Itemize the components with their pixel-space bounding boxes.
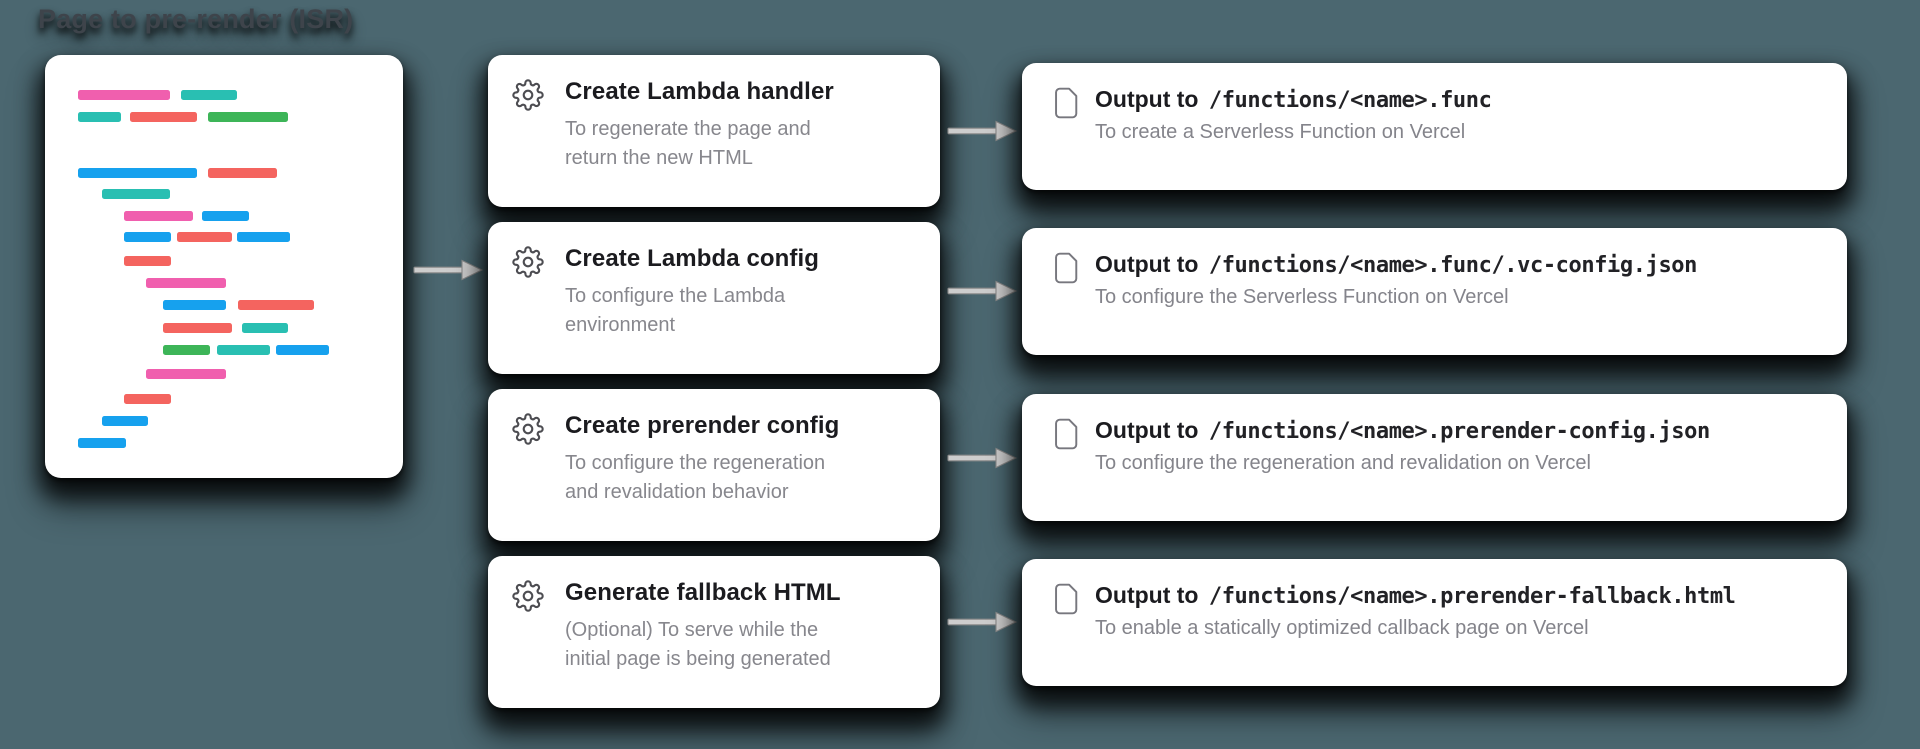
output-path: /functions/<name>.prerender-fallback.htm… (1208, 584, 1736, 609)
output-description: To configure the Serverless Function on … (1095, 286, 1509, 308)
step-description: To configure the Lambda environment (565, 285, 786, 336)
code-line-bar (217, 345, 270, 355)
output-card-func: Output to /functions/<name>.func To crea… (1022, 63, 1847, 190)
code-line-bar (163, 323, 232, 333)
output-prefix: Output to (1095, 582, 1205, 608)
output-title: Output to /functions/<name>.prerender-co… (1095, 417, 1827, 444)
gear-icon (512, 580, 544, 612)
code-line-bar (238, 300, 314, 310)
step-card-create-lambda-config: Create Lambda config To configure the La… (488, 222, 940, 374)
step-card-create-lambda-handler: Create Lambda handler To regenerate the … (488, 55, 940, 207)
step-title: Create Lambda handler (565, 78, 834, 105)
gear-icon (512, 246, 544, 278)
output-card-prerender-config: Output to /functions/<name>.prerender-co… (1022, 394, 1847, 521)
code-line-bar (208, 112, 288, 122)
page-title: Page to pre-render (ISR) (38, 4, 354, 34)
step-description: To configure the regeneration and revali… (565, 452, 826, 503)
gear-icon (512, 413, 544, 445)
file-icon (1055, 252, 1078, 284)
output-card-vc-config: Output to /functions/<name>.func/.vc-con… (1022, 228, 1847, 355)
gear-icon (512, 79, 544, 111)
code-panel (45, 55, 403, 478)
step-title: Generate fallback HTML (565, 579, 841, 606)
code-line-bar (78, 438, 126, 448)
output-description: To create a Serverless Function on Verce… (1095, 121, 1466, 143)
code-line-bar (163, 300, 226, 310)
code-line-bar (146, 278, 226, 288)
code-line-bar (177, 232, 232, 242)
output-prefix: Output to (1095, 417, 1205, 443)
code-line-bar (242, 323, 288, 333)
step-title: Create Lambda config (565, 245, 820, 272)
code-line-bar (124, 394, 171, 404)
code-line-bar (276, 345, 329, 355)
code-line-bar (208, 168, 277, 178)
output-title: Output to /functions/<name>.func/.vc-con… (1095, 251, 1827, 278)
output-prefix: Output to (1095, 251, 1205, 277)
code-line-bar (146, 369, 226, 379)
arrow-code-to-steps-icon (413, 259, 484, 281)
code-line-bar (130, 112, 197, 122)
output-title: Output to /functions/<name>.prerender-fa… (1095, 582, 1827, 609)
step-description: (Optional) To serve while the initial pa… (565, 619, 831, 670)
step-title: Create prerender config (565, 412, 840, 439)
code-line-bar (163, 345, 210, 355)
output-path: /functions/<name>.func (1208, 88, 1492, 113)
code-line-bar (202, 211, 249, 221)
step-description: To regenerate the page and return the ne… (565, 118, 811, 169)
code-line-bar (102, 416, 148, 426)
code-line-bar (78, 112, 121, 122)
code-line-bar (78, 168, 197, 178)
output-description: To configure the regeneration and revali… (1095, 452, 1591, 474)
arrow-step1-to-output1-icon (947, 120, 1018, 142)
arrow-step3-to-output3-icon (947, 447, 1018, 469)
code-line-bar (102, 189, 170, 199)
code-line-bar (124, 256, 171, 266)
file-icon (1055, 583, 1078, 615)
output-description: To enable a statically optimized callbac… (1095, 617, 1589, 639)
code-line-bar (78, 90, 170, 100)
code-line-bar (124, 211, 193, 221)
code-line-bar (237, 232, 290, 242)
arrow-step2-to-output2-icon (947, 280, 1018, 302)
arrow-step4-to-output4-icon (947, 611, 1018, 633)
step-card-create-prerender-config: Create prerender config To configure the… (488, 389, 940, 541)
output-path: /functions/<name>.prerender-config.json (1208, 419, 1710, 444)
output-title: Output to /functions/<name>.func (1095, 86, 1827, 113)
output-card-prerender-fallback: Output to /functions/<name>.prerender-fa… (1022, 559, 1847, 686)
code-line-bar (124, 232, 171, 242)
step-card-generate-fallback-html: Generate fallback HTML (Optional) To ser… (488, 556, 940, 708)
code-line-bar (181, 90, 237, 100)
output-path: /functions/<name>.func/.vc-config.json (1208, 253, 1698, 278)
output-prefix: Output to (1095, 86, 1205, 112)
file-icon (1055, 418, 1078, 450)
file-icon (1055, 87, 1078, 119)
